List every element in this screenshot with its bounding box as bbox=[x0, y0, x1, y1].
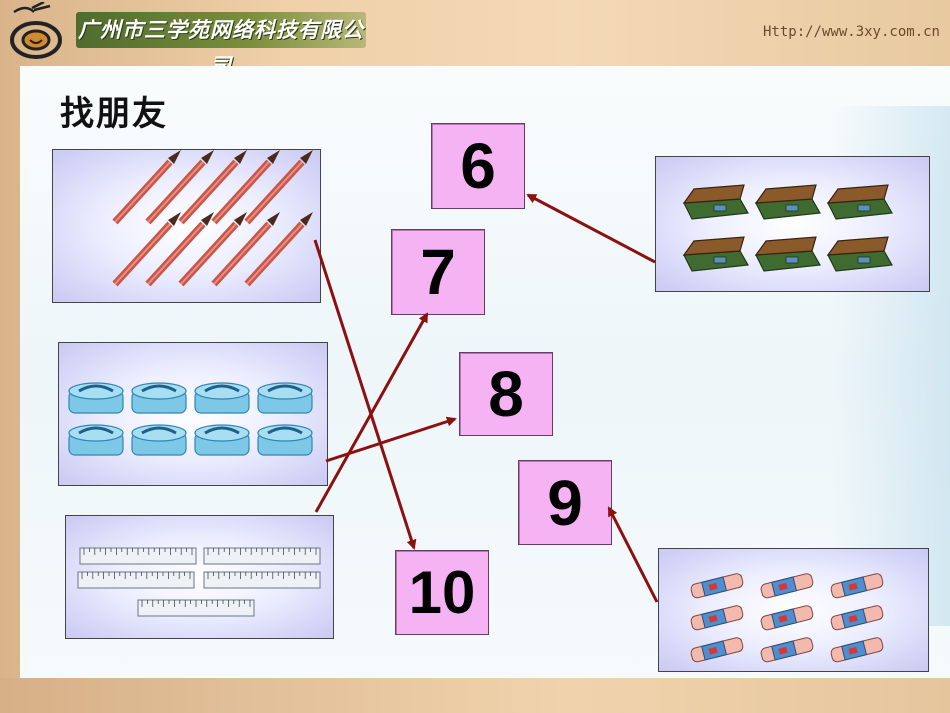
sharpener-item bbox=[131, 382, 187, 414]
header-bar: 广州市三学苑网络科技有限公司 Http://www.3xy.com.cn bbox=[0, 0, 950, 78]
page-title: 找朋友 bbox=[60, 94, 168, 134]
eraser-icon bbox=[690, 573, 884, 663]
eraser-item bbox=[760, 637, 814, 663]
number-box-9[interactable]: 9 bbox=[518, 460, 612, 545]
sharpener-item bbox=[257, 424, 313, 456]
ruler-icon bbox=[77, 547, 321, 617]
ruler-item bbox=[203, 547, 321, 565]
eraser-item bbox=[760, 605, 814, 631]
company-banner: 广州市三学苑网络科技有限公司 bbox=[76, 12, 366, 78]
erasers-picture[interactable] bbox=[658, 548, 929, 672]
pencil-case-icon bbox=[682, 184, 893, 272]
pencil-case-item bbox=[754, 184, 821, 220]
number-box-6[interactable]: 6 bbox=[431, 123, 525, 209]
eraser-item bbox=[830, 605, 884, 631]
sharpener-item bbox=[257, 382, 313, 414]
sharpener-item bbox=[68, 382, 124, 414]
pencil-item bbox=[211, 212, 280, 287]
sharpeners-picture[interactable] bbox=[58, 342, 328, 486]
pencil-item bbox=[244, 150, 313, 225]
pencil-item bbox=[178, 150, 247, 225]
sharpener-item bbox=[131, 424, 187, 456]
pencil-item bbox=[112, 212, 181, 287]
ruler-item bbox=[79, 547, 197, 565]
pencil-case-item bbox=[682, 184, 749, 220]
number-box-7[interactable]: 7 bbox=[391, 229, 485, 315]
eraser-item bbox=[830, 573, 884, 599]
eraser-item bbox=[830, 637, 884, 663]
ruler-item bbox=[203, 571, 321, 589]
pencil-case-item bbox=[826, 184, 893, 220]
pencil-case-item bbox=[754, 236, 821, 272]
pencil-item bbox=[145, 150, 214, 225]
rulers-picture[interactable] bbox=[65, 515, 334, 639]
eraser-item bbox=[690, 573, 744, 599]
pencil-item bbox=[244, 212, 313, 287]
eraser-item bbox=[760, 573, 814, 599]
website-url: Http://www.3xy.com.cn bbox=[762, 24, 940, 40]
pencil-item bbox=[145, 212, 214, 287]
number-box-10[interactable]: 10 bbox=[395, 550, 489, 635]
pencil-cases-picture[interactable] bbox=[655, 156, 930, 292]
pencil-item bbox=[112, 150, 181, 225]
ruler-item bbox=[137, 599, 255, 617]
pencil-item bbox=[178, 212, 247, 287]
sharpener-item bbox=[68, 424, 124, 456]
pencil-case-item bbox=[682, 236, 749, 272]
sharpener-item bbox=[194, 424, 250, 456]
sharpener-icon bbox=[68, 382, 313, 456]
pencil-item bbox=[211, 150, 280, 225]
sharpener-item bbox=[194, 382, 250, 414]
eraser-item bbox=[690, 605, 744, 631]
pencil-case-item bbox=[826, 236, 893, 272]
number-box-8[interactable]: 8 bbox=[459, 352, 553, 436]
footer-band bbox=[0, 678, 950, 713]
pencils-picture[interactable] bbox=[52, 149, 321, 303]
logo-icon bbox=[10, 2, 62, 59]
ruler-item bbox=[77, 571, 195, 589]
pencil-icon bbox=[112, 150, 313, 287]
eraser-item bbox=[690, 637, 744, 663]
